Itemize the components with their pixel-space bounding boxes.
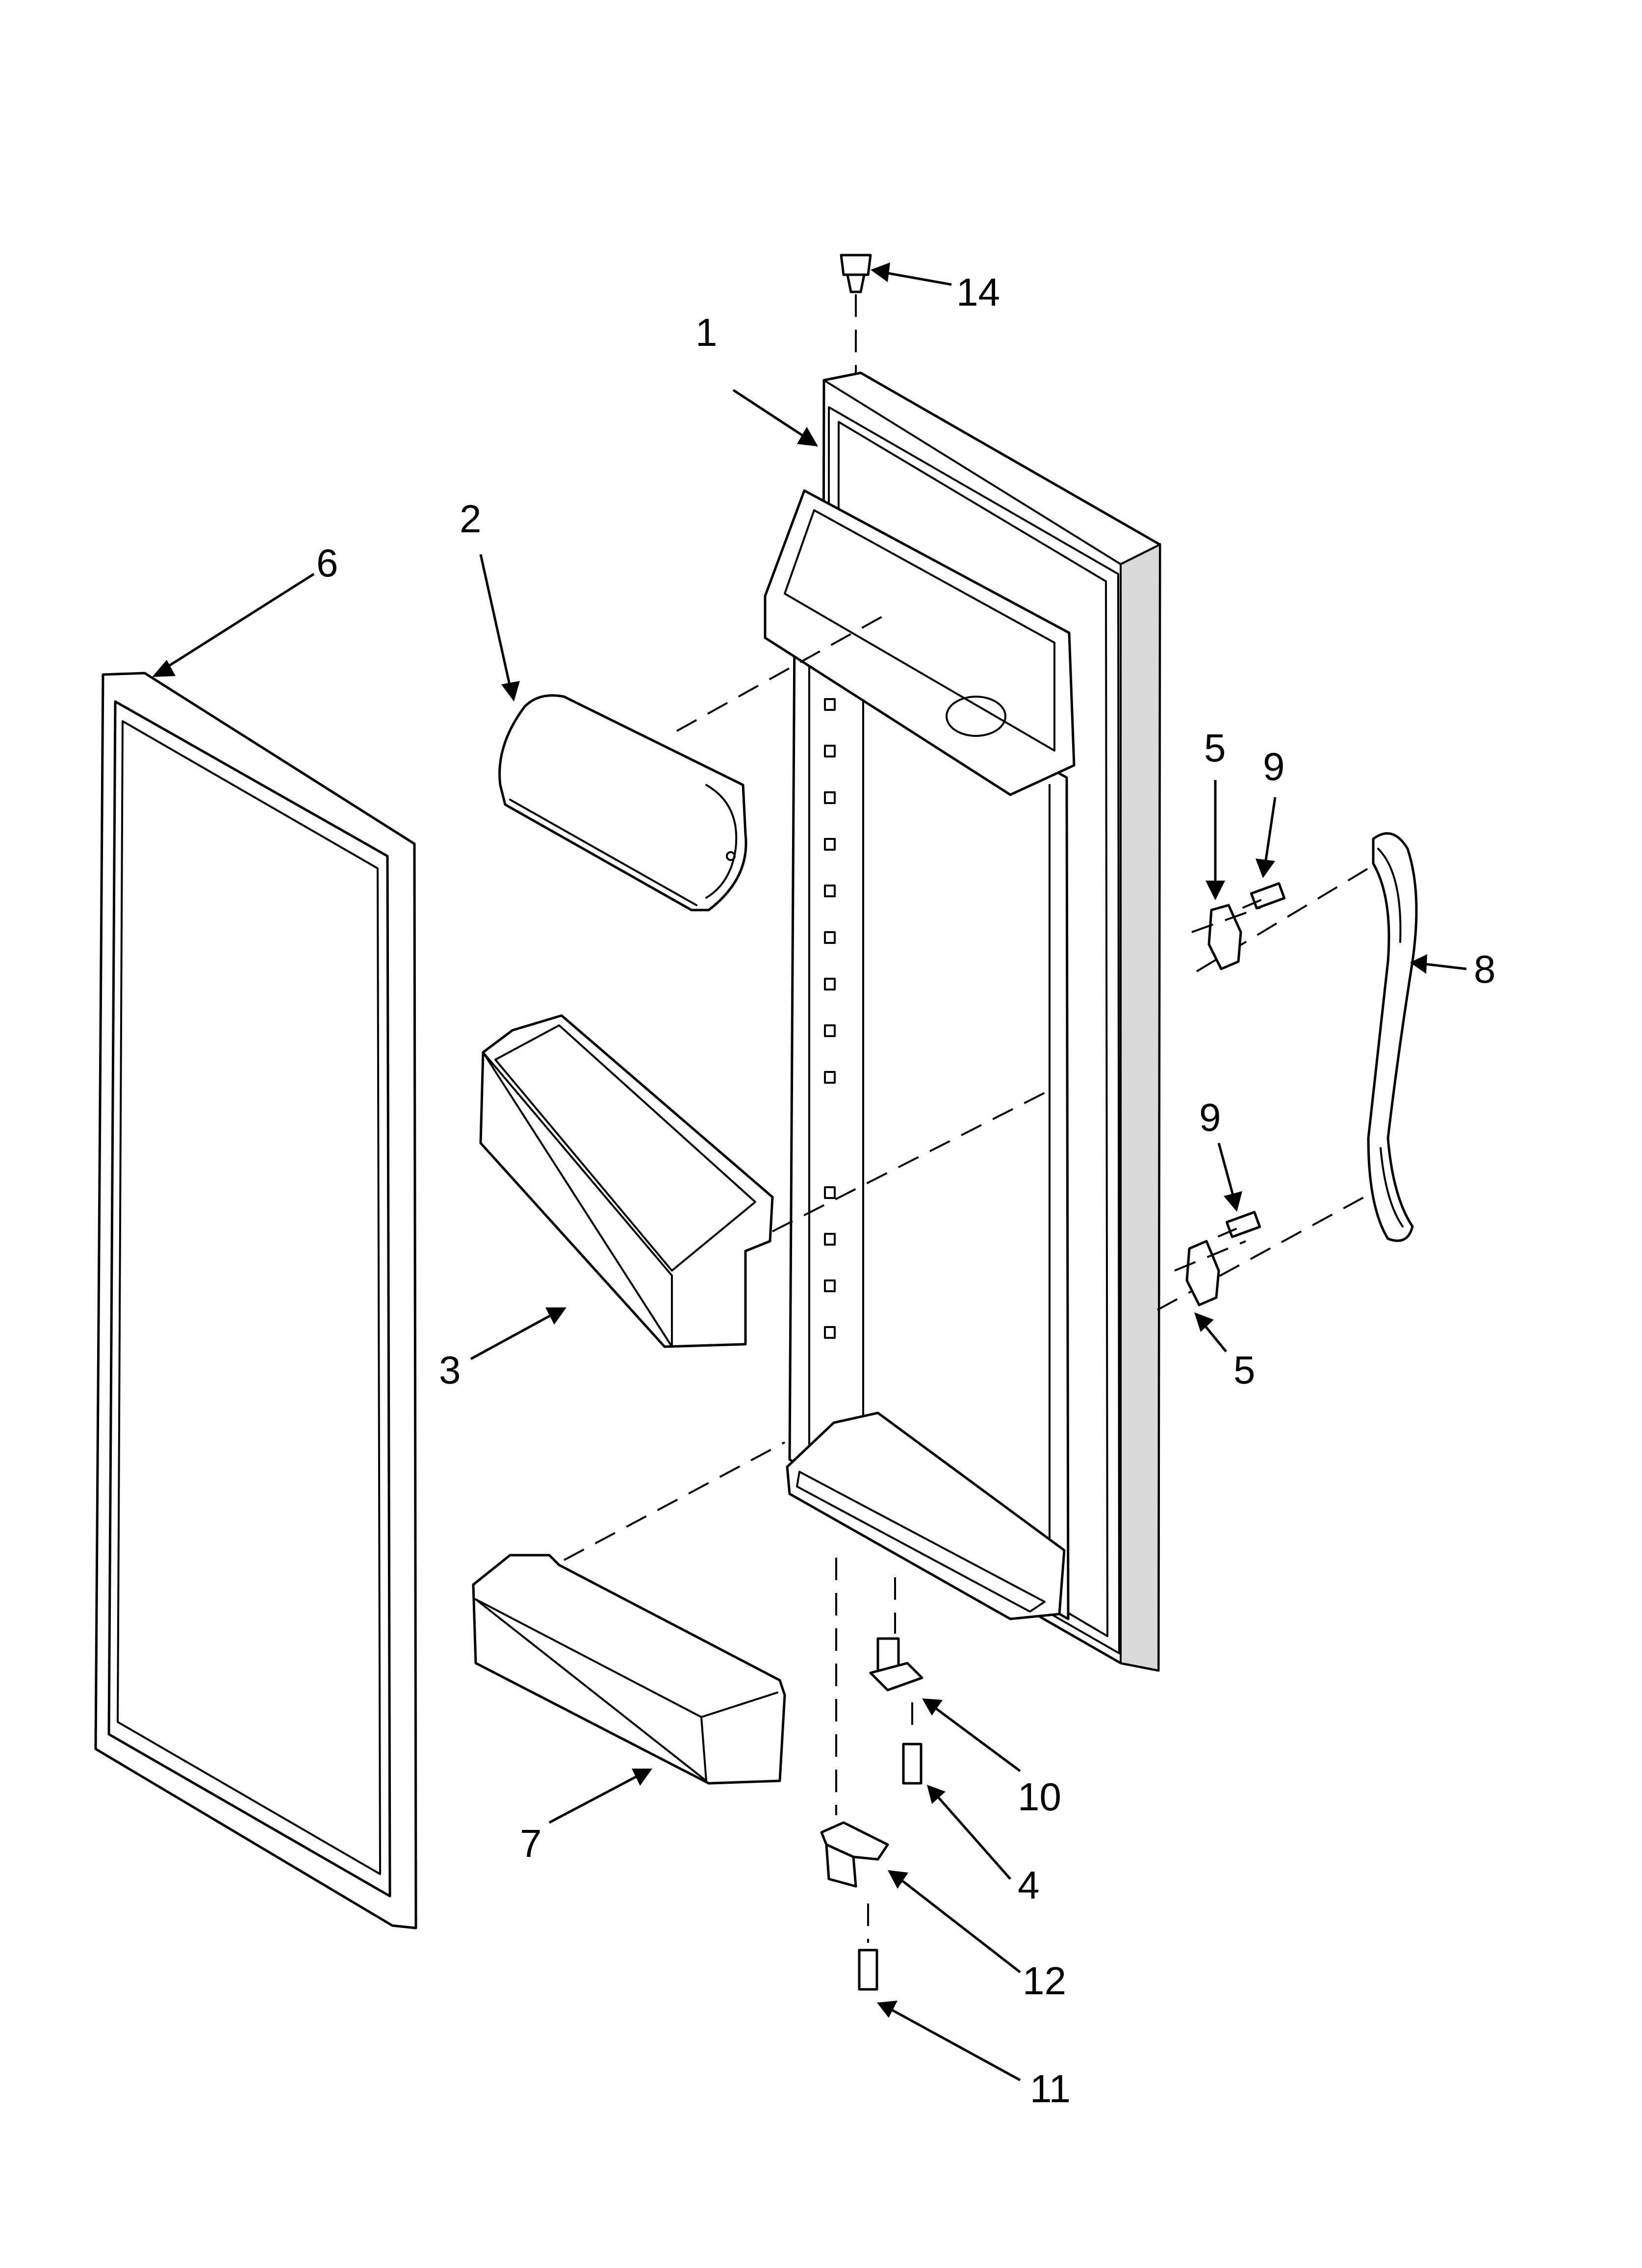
handle-part-8 xyxy=(1157,832,1418,1311)
callout-5-lower: 5 xyxy=(1233,1348,1256,1392)
handle-mount-lower-part-5 xyxy=(1174,1240,1246,1306)
callout-leaders xyxy=(152,262,1467,2082)
callout-7: 7 xyxy=(520,1822,542,1865)
screw-lower-part-9 xyxy=(1218,1211,1261,1238)
callout-2: 2 xyxy=(460,497,482,541)
handle-mount-upper-part-5 xyxy=(1191,904,1261,970)
plug-part-14 xyxy=(840,254,872,373)
callout-1: 1 xyxy=(695,311,718,354)
callout-3: 3 xyxy=(439,1348,461,1392)
callout-12: 12 xyxy=(1023,1959,1066,2003)
door-gasket-part-6 xyxy=(94,672,417,1929)
callout-labels: 14 1 2 6 5 9 8 9 3 5 10 4 7 12 11 xyxy=(316,270,1496,2111)
door-bin-part-3 xyxy=(479,1014,1048,1348)
bracket-screw-part-11 xyxy=(858,1903,878,1991)
hinge-pin-part-10 xyxy=(869,1577,924,1692)
liner-dimples xyxy=(824,698,836,1339)
door-liner-part-1 xyxy=(764,371,1161,1672)
callout-10: 10 xyxy=(1018,1775,1061,1819)
callout-11: 11 xyxy=(1030,2067,1071,2111)
callout-6: 6 xyxy=(316,541,338,585)
callout-14: 14 xyxy=(956,270,1000,314)
hinge-screw-part-4 xyxy=(902,1702,923,1785)
dairy-door-part-2 xyxy=(498,610,893,912)
callout-8: 8 xyxy=(1474,947,1496,991)
hinge-bracket-part-12 xyxy=(820,1558,889,1888)
screw-upper-part-9 xyxy=(1242,882,1286,910)
callout-9-upper: 9 xyxy=(1263,745,1285,788)
callout-4: 4 xyxy=(1018,1863,1040,1907)
callout-5-upper: 5 xyxy=(1204,726,1226,770)
callout-9-lower: 9 xyxy=(1199,1095,1221,1139)
lower-bin-part-7 xyxy=(472,1441,786,1785)
